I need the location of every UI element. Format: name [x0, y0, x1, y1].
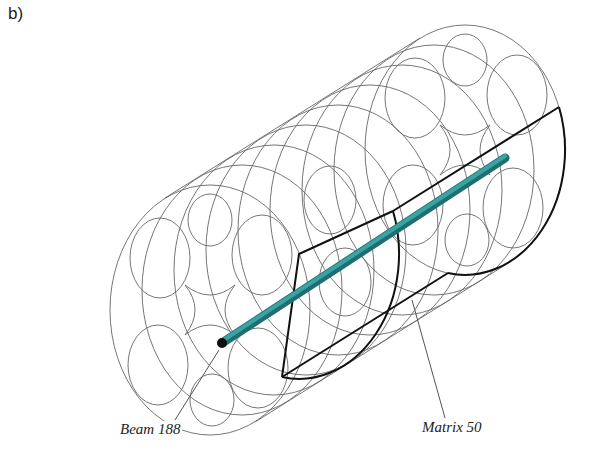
leader-line — [412, 300, 445, 418]
beam-end — [217, 338, 227, 348]
cutaway-outline — [282, 107, 565, 379]
fiber-circle — [304, 166, 356, 234]
fiber-circle — [128, 325, 188, 405]
fiber-circle — [483, 168, 543, 248]
fiber-circle — [487, 55, 547, 135]
section-ellipse — [174, 145, 374, 395]
silhouette-line — [255, 262, 510, 422]
fiber-circle — [232, 215, 292, 295]
section-ellipse — [270, 85, 470, 335]
section-ellipse — [302, 65, 502, 315]
section-ellipse — [365, 25, 565, 275]
fiber-circle — [190, 374, 234, 426]
fiber-circle — [228, 328, 288, 408]
panel-label: b) — [8, 4, 23, 24]
fiber-circle — [130, 218, 190, 298]
leader-line — [175, 350, 219, 420]
silhouette-line — [165, 38, 420, 198]
beam-rod-highlight — [222, 156, 505, 341]
fiber-web — [185, 285, 235, 335]
fiber-circle — [385, 58, 445, 138]
fiber-circle — [188, 194, 232, 246]
fiber-circle — [443, 34, 487, 86]
fiber-circle — [445, 214, 489, 266]
part-label: Matrix 50 — [420, 419, 484, 436]
part-label: Beam 188 — [118, 421, 182, 438]
